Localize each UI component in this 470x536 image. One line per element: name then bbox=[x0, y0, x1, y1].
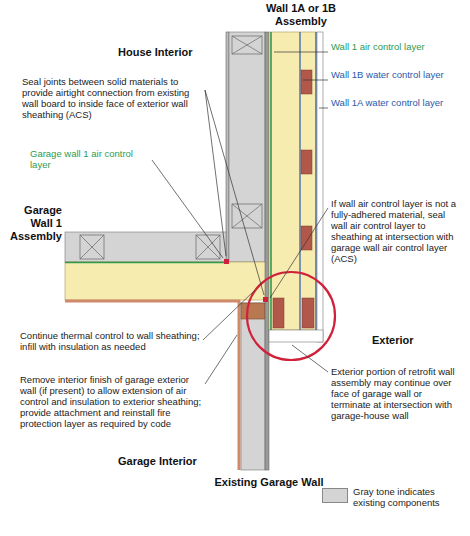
layer-label: Wall 1B water control layer bbox=[331, 69, 451, 80]
note-label: Seal joints between solid materials to p… bbox=[22, 76, 202, 120]
legend-text: Gray tone indicates existing components bbox=[353, 486, 461, 508]
zone-label: Garage Interior bbox=[118, 455, 218, 468]
note-label: Continue thermal control to wall sheathi… bbox=[20, 330, 202, 352]
note-label: Remove interior finish of garage exterio… bbox=[20, 374, 204, 429]
layer-label: Wall 1A water control layer bbox=[331, 97, 451, 108]
legend-swatch bbox=[322, 488, 348, 503]
note-label: Exterior portion of retrofit wall assemb… bbox=[331, 366, 463, 421]
layer-label: Garage wall 1 air control layer bbox=[30, 148, 150, 170]
zone-label: Exterior bbox=[372, 334, 452, 347]
layer-label: Wall 1 air control layer bbox=[331, 41, 451, 52]
wall-label: Existing Garage Wall bbox=[214, 476, 324, 489]
assembly-label: Garage Wall 1 Assembly bbox=[6, 204, 62, 243]
zone-label: House Interior bbox=[118, 46, 218, 59]
note-label: If wall air control layer is not a fully… bbox=[331, 198, 463, 264]
assembly-heading: Wall 1A or 1B Assembly bbox=[255, 2, 347, 28]
